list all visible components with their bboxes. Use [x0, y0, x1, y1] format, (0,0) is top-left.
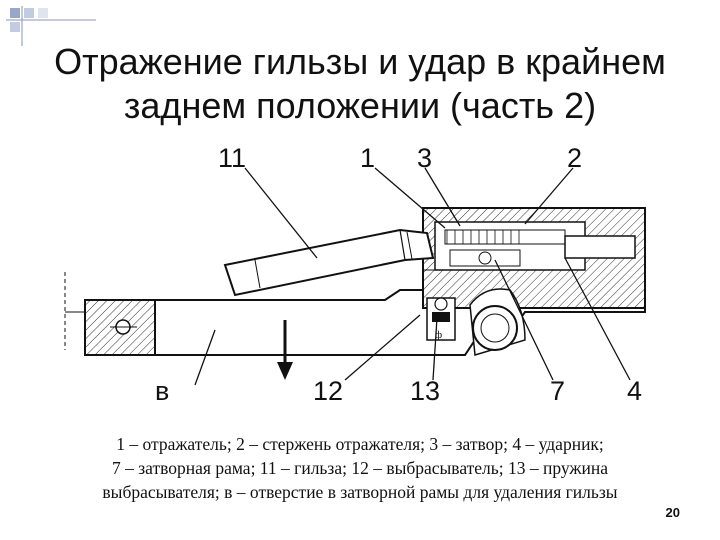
label-12: 12: [313, 376, 343, 406]
label-7: 7: [550, 376, 565, 406]
label-11: 11: [218, 143, 246, 173]
bolt-carrier-upper: [422, 207, 646, 309]
caption-line-2: 7 – затворная рама; 11 – гильза; 12 – вы…: [112, 458, 608, 478]
title-line-1: Отражение гильзы и удар в крайнем: [54, 41, 666, 82]
label-1: 1: [360, 143, 375, 173]
caption-line-3: выбрасывателя; в – отверстие в затворной…: [102, 482, 618, 502]
title-line-2: заднем положении (часть 2): [123, 85, 597, 126]
label-2: 2: [567, 143, 582, 173]
label-13: 13: [410, 376, 440, 406]
label-3: 3: [417, 143, 432, 173]
extractor: [426, 297, 456, 341]
caption-line-1: 1 – отражатель; 2 – стержень отражателя;…: [116, 434, 604, 454]
corner-decoration: [6, 6, 96, 46]
label-4: 4: [627, 376, 642, 406]
slide-title: Отражение гильзы и удар в крайнем заднем…: [0, 40, 720, 128]
mechanism-diagram: 11 1 3 2 в 12 13 7 4 ф: [64, 143, 646, 406]
label-phi: ф: [435, 329, 442, 341]
leader-lines: [194, 167, 631, 386]
caption: 1 – отражатель; 2 – стержень отражателя;…: [30, 432, 690, 504]
page-number: 20: [665, 505, 680, 520]
cartridge-case: [223, 228, 435, 297]
label-v: в: [155, 376, 169, 406]
bolt-carrier-hub: [469, 288, 526, 356]
ejection-arrow: [277, 320, 293, 380]
